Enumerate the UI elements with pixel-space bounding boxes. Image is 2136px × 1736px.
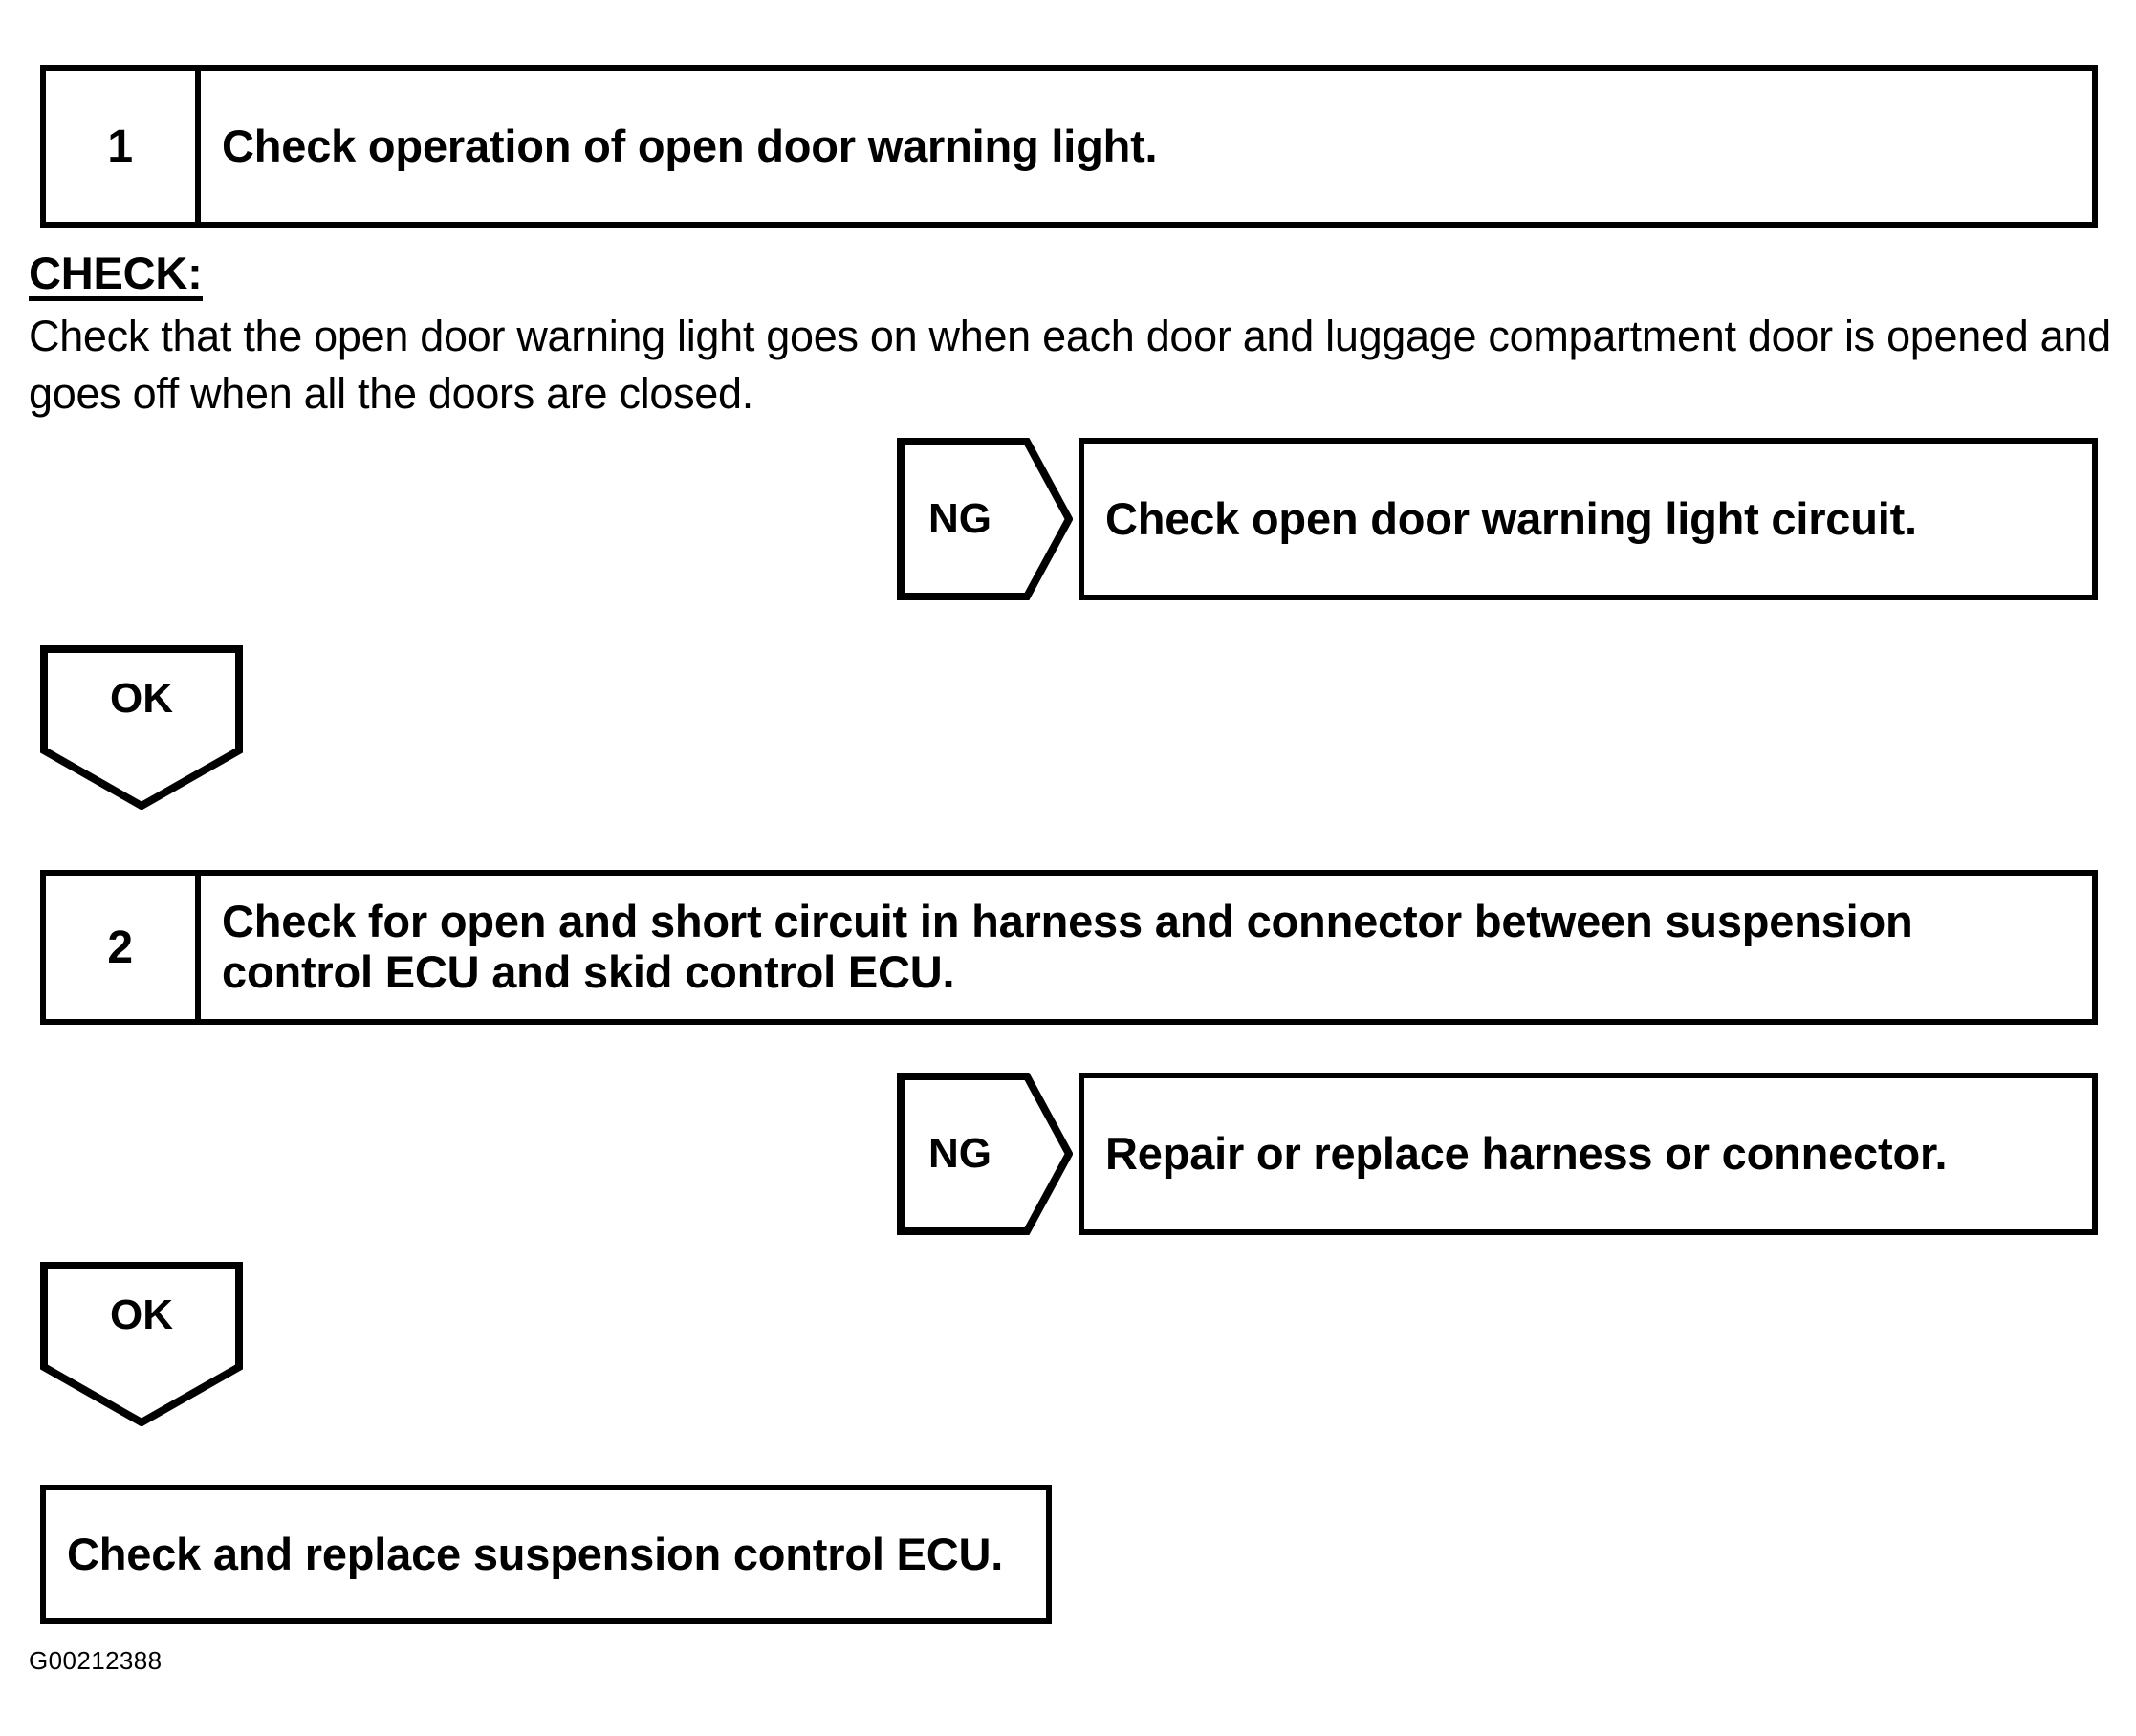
figure-id-code: G00212388 (29, 1646, 163, 1675)
branch-label-ok-1: OK (110, 675, 173, 722)
branch-arrow-ng-1: NG (897, 438, 1073, 600)
step-number-1: 1 (46, 71, 201, 222)
ok-pentagon-icon (40, 1262, 243, 1426)
check-heading: CHECK: (29, 250, 203, 301)
result-box-ng-1: Check open door warning light circuit. (1079, 438, 2098, 600)
branch-label-ng-1: NG (928, 495, 992, 542)
step-number-2: 2 (46, 876, 201, 1019)
step-box-1: 1 Check operation of open door warning l… (40, 65, 2098, 228)
branch-arrow-ok-1: OK (40, 645, 243, 810)
step-text-1: Check operation of open door warning lig… (222, 119, 1158, 171)
ok-pentagon-icon (40, 645, 243, 810)
ng-pentagon-icon (897, 438, 1073, 600)
step-box-2: 2 Check for open and short circuit in ha… (40, 870, 2098, 1025)
branch-label-ng-2: NG (928, 1130, 992, 1177)
step-text-2: Check for open and short circuit in harn… (222, 896, 1913, 997)
result-box-ng-2: Repair or replace harness or connector. (1079, 1073, 2098, 1235)
branch-label-ok-2: OK (110, 1291, 173, 1338)
branch-arrow-ng-2: NG (897, 1073, 1073, 1235)
ng-pentagon-icon (897, 1073, 1073, 1235)
check-body-text: Check that the open door warning light g… (29, 312, 2111, 418)
final-result-box: Check and replace suspension control ECU… (40, 1485, 1052, 1624)
branch-arrow-ok-2: OK (40, 1262, 243, 1426)
